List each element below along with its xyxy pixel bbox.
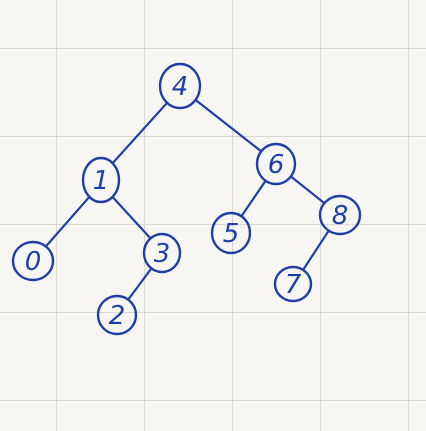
node-label: 0	[25, 247, 42, 277]
tree-node-0: 0	[11, 240, 55, 282]
node-circle	[11, 240, 55, 282]
tree-node-4: 4	[158, 62, 202, 110]
node-circle	[318, 194, 362, 236]
nodes-layer: 4 1 6 0 3 2 5 8 7	[11, 62, 362, 336]
tree-node-5: 5	[210, 211, 252, 255]
node-label: 1	[93, 166, 110, 196]
tree-node-3: 3	[142, 232, 182, 274]
edge-6-5	[240, 179, 267, 218]
node-circle	[210, 211, 252, 255]
node-label: 8	[332, 201, 349, 231]
node-label: 7	[285, 270, 302, 300]
edge-1-3	[111, 195, 152, 240]
edge-8-7	[302, 229, 330, 271]
node-circle	[96, 294, 138, 336]
edge-3-2	[127, 267, 153, 301]
node-label: 2	[109, 301, 126, 331]
node-label: 6	[268, 150, 285, 180]
tree-node-2: 2	[96, 294, 138, 336]
node-circle	[142, 232, 182, 274]
tree-node-1: 1	[81, 156, 121, 204]
node-circle	[81, 156, 121, 204]
node-label: 3	[154, 239, 171, 269]
tree-node-6: 6	[255, 142, 297, 186]
node-circle	[255, 142, 297, 186]
node-label: 4	[172, 72, 189, 102]
node-label: 5	[223, 219, 240, 249]
node-circle	[158, 62, 202, 110]
tree-node-8: 8	[318, 194, 362, 236]
edge-4-1	[111, 101, 169, 165]
tree-node-7: 7	[273, 265, 313, 303]
node-circle	[273, 265, 313, 303]
edges-layer	[44, 98, 330, 301]
edge-4-6	[194, 98, 263, 153]
edge-6-8	[289, 175, 326, 205]
edge-1-0	[44, 195, 91, 248]
